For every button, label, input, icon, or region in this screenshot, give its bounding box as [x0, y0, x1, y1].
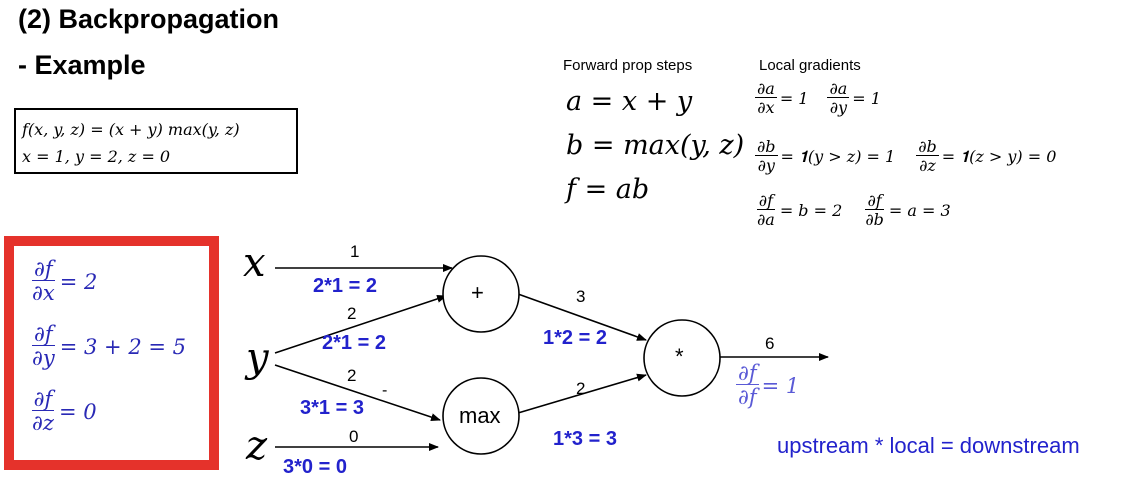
- local-grad-row-3: ∂f∂a = b = 2 ∂f∂b = a = 3: [752, 192, 951, 229]
- input-values: x = 1, y = 2, z = 0: [22, 147, 171, 166]
- frac-num: ∂a: [755, 79, 777, 98]
- edge-y-to-plus: [274, 295, 447, 354]
- mul-node: [643, 319, 721, 397]
- frac-num: ∂f: [32, 322, 55, 346]
- local-grad-rhs: = 𝟏(z > y) = 0: [941, 146, 1057, 166]
- fwd-value-y-plus: 2: [347, 304, 357, 323]
- frac-den: ∂x: [32, 281, 55, 305]
- forward-eq-a: a = x + y: [566, 86, 693, 117]
- plus-node-label: +: [471, 280, 484, 305]
- frac-num: ∂f: [756, 191, 775, 210]
- frac-num: ∂f: [865, 191, 884, 210]
- max-node-label: max: [459, 403, 501, 428]
- fwd-value-y-max: 2: [347, 366, 357, 385]
- max-node: [442, 377, 520, 455]
- function-definition: f(x, y, z) = (x + y) max(y, z): [22, 120, 240, 139]
- frac-den: ∂z: [919, 156, 936, 175]
- local-grad-row-1: ∂a∂x = 1 ∂a∂y = 1: [752, 80, 881, 117]
- frac-num: ∂f: [31, 387, 55, 411]
- edge-y-to-max: [274, 364, 441, 421]
- frac-num: ∂a: [827, 79, 850, 98]
- bwd-value-y-plus: 2*1 = 2: [322, 332, 386, 354]
- local-grad-rhs: = b = 2: [779, 201, 843, 220]
- title-line-1: (2) Backpropagation: [18, 4, 280, 34]
- var-z: z: [246, 423, 268, 469]
- result-grad-y: ∂f∂y = 3 + 2 = 5: [27, 323, 186, 370]
- bwd-value-plus-out: 1*2 = 2: [543, 327, 607, 349]
- frac-num: ∂b: [755, 137, 778, 156]
- output-gradient-rhs: = 1: [761, 373, 800, 398]
- frac-num: ∂f: [32, 257, 55, 281]
- result-grad-rhs: = 3 + 2 = 5: [59, 334, 186, 359]
- local-header: Local gradients: [759, 57, 861, 74]
- edge-max-to-mul: [517, 373, 647, 414]
- local-grad-rhs: = 1: [779, 89, 809, 108]
- frac-num: ∂f: [736, 361, 759, 385]
- fwd-value-f: 6: [765, 334, 775, 353]
- frac-den: ∂z: [32, 411, 54, 435]
- frac-den: ∂a: [757, 210, 775, 229]
- frac-den: ∂y: [757, 156, 775, 175]
- result-grad-x: ∂f∂x = 2: [27, 258, 97, 305]
- forward-eq-f: f = ab: [566, 174, 650, 205]
- result-grad-z: ∂f∂z = 0: [27, 388, 97, 435]
- edge-plus-to-mul: [517, 293, 647, 341]
- local-grad-row-2: ∂b∂y = 𝟏(y > z) = 1 ∂b∂z = 𝟏(z > y) = 0: [752, 138, 1056, 175]
- var-y: y: [246, 335, 269, 381]
- frac-den: ∂y: [32, 346, 55, 370]
- frac-den: ∂f: [738, 385, 757, 409]
- local-grad-rhs: = 𝟏(y > z) = 1: [780, 146, 896, 166]
- fwd-value-max-out: 2: [576, 379, 586, 398]
- mul-node-label: *: [675, 344, 684, 369]
- caption: upstream * local = downstream: [777, 433, 1080, 458]
- var-x: x: [243, 240, 266, 286]
- plus-node: [442, 255, 520, 333]
- fwd-value-plus-out: 3: [576, 287, 586, 306]
- frac-den: ∂b: [865, 210, 884, 229]
- result-grad-rhs: = 2: [59, 269, 98, 294]
- local-grad-rhs: = 1: [852, 89, 881, 108]
- local-grad-rhs: = a = 3: [888, 201, 951, 220]
- fwd-value-x: 1: [350, 242, 360, 261]
- result-box: [4, 236, 219, 470]
- title-line-2: - Example: [18, 50, 146, 80]
- stray-mark: -: [382, 382, 388, 399]
- fwd-value-z: 0: [349, 427, 359, 446]
- frac-num: ∂b: [916, 137, 939, 156]
- forward-header: Forward prop steps: [563, 57, 693, 74]
- bwd-value-max-out: 1*3 = 3: [553, 428, 617, 450]
- frac-den: ∂y: [829, 98, 848, 117]
- function-box: f(x, y, z) = (x + y) max(y, z) x = 1, y …: [14, 108, 298, 174]
- frac-den: ∂x: [757, 98, 775, 117]
- forward-eq-b: b = max(y, z): [566, 130, 745, 161]
- output-gradient: ∂f∂f = 1: [733, 362, 799, 409]
- bwd-value-x: 2*1 = 2: [313, 275, 377, 297]
- result-grad-rhs: = 0: [58, 399, 97, 424]
- bwd-value-y-max: 3*1 = 3: [300, 397, 364, 419]
- bwd-value-z: 3*0 = 0: [283, 456, 347, 478]
